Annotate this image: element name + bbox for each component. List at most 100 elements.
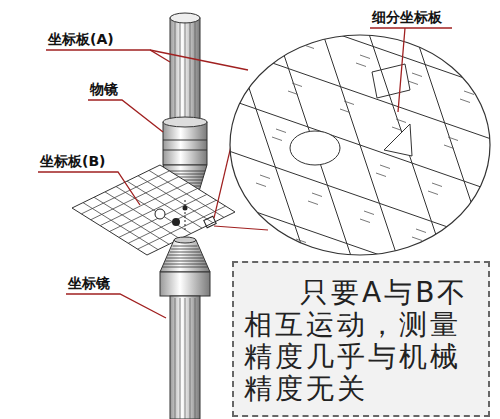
knurl-line bbox=[173, 246, 198, 247]
flute-line bbox=[175, 298, 176, 419]
tick-mark bbox=[136, 193, 146, 197]
tick-mark bbox=[292, 83, 302, 87]
tick-mark bbox=[172, 93, 182, 97]
tick-mark bbox=[448, 137, 458, 141]
tick-mark bbox=[208, 321, 218, 325]
tick-mark bbox=[308, 37, 318, 41]
part-label: 物镜 bbox=[90, 81, 118, 99]
tick-mark bbox=[104, 121, 114, 125]
grid-line bbox=[155, 0, 500, 14]
tick-mark bbox=[256, 183, 266, 187]
tick-mark bbox=[192, 203, 202, 207]
tick-mark bbox=[304, 45, 314, 49]
knurl-line bbox=[162, 267, 207, 268]
tick-mark bbox=[276, 129, 286, 133]
tick-mark bbox=[496, 163, 500, 167]
tick-mark bbox=[492, 7, 500, 11]
tick-mark bbox=[240, 229, 250, 233]
tick-mark bbox=[424, 35, 434, 39]
tick-mark bbox=[208, 157, 218, 161]
grid-line bbox=[0, 0, 138, 307]
tick-mark bbox=[496, 0, 500, 3]
tick-mark bbox=[260, 175, 270, 179]
tick-mark bbox=[132, 37, 142, 41]
grid-line bbox=[138, 206, 226, 249]
tick-mark bbox=[412, 73, 422, 77]
tick-mark bbox=[176, 249, 186, 253]
tick-mark bbox=[460, 99, 470, 103]
tick-mark bbox=[360, 55, 370, 59]
lower-column bbox=[160, 237, 210, 419]
flute-line bbox=[195, 298, 196, 419]
tick-mark bbox=[144, 341, 154, 345]
tick-mark bbox=[308, 201, 318, 205]
tick-mark bbox=[124, 231, 134, 235]
tick-mark bbox=[320, 0, 330, 3]
flute-line bbox=[180, 22, 181, 120]
tick-mark bbox=[480, 209, 490, 213]
tick-mark bbox=[140, 185, 150, 189]
tick-mark bbox=[52, 267, 62, 271]
part-label: 细分坐标板 bbox=[372, 9, 442, 27]
tick-mark bbox=[252, 27, 262, 31]
tick-mark bbox=[196, 359, 206, 363]
tick-mark bbox=[292, 247, 302, 251]
tick-mark bbox=[92, 323, 102, 327]
grid-line bbox=[75, 46, 500, 244]
part-label: 坐标板(B) bbox=[40, 153, 105, 171]
note-text: 只要A与B不相互运动，测量精度几乎与机械精度无关 bbox=[244, 277, 478, 405]
tick-mark bbox=[408, 81, 418, 85]
grid-line bbox=[110, 189, 198, 232]
tick-mark bbox=[220, 119, 230, 123]
tick-mark bbox=[356, 63, 366, 67]
part-label: 坐标镜 bbox=[68, 275, 110, 293]
flute-line bbox=[185, 298, 186, 419]
tick-mark bbox=[484, 201, 494, 205]
tick-mark bbox=[344, 101, 354, 105]
grid-line bbox=[11, 230, 500, 419]
tick-mark bbox=[152, 147, 162, 151]
tick-mark bbox=[140, 349, 150, 353]
grid-line bbox=[107, 0, 500, 152]
tick-mark bbox=[380, 165, 390, 169]
grid-line bbox=[10, 0, 190, 325]
tick-mark bbox=[188, 47, 198, 51]
tick-mark bbox=[416, 229, 426, 233]
tick-mark bbox=[480, 45, 490, 49]
tick-mark bbox=[100, 129, 110, 133]
tick-mark bbox=[56, 259, 66, 263]
tick-mark bbox=[224, 111, 234, 115]
tick-mark bbox=[256, 19, 266, 23]
tick-mark bbox=[136, 29, 146, 33]
part-label: 坐标板(A) bbox=[48, 31, 114, 49]
grid-line bbox=[139, 0, 500, 60]
tick-mark bbox=[120, 75, 130, 79]
tick-mark bbox=[120, 239, 130, 243]
tick-mark bbox=[464, 255, 474, 259]
flute-line bbox=[175, 22, 176, 120]
note-box: 只要A与B不相互运动，测量精度几乎与机械精度无关 bbox=[232, 261, 490, 417]
tick-mark bbox=[192, 367, 202, 371]
grid-line bbox=[119, 194, 207, 237]
knurl-line bbox=[165, 261, 204, 262]
grid-line bbox=[128, 200, 216, 243]
tick-mark bbox=[396, 119, 406, 123]
tick-mark bbox=[236, 73, 246, 77]
tick-mark bbox=[200, 9, 210, 13]
flute-line bbox=[190, 298, 191, 419]
tick-mark bbox=[392, 127, 402, 131]
knurl-line bbox=[164, 264, 206, 265]
tick-mark bbox=[444, 145, 454, 149]
tick-mark bbox=[240, 65, 250, 69]
coordinate-plate-b bbox=[72, 165, 235, 255]
tick-mark bbox=[188, 211, 198, 215]
tick-mark bbox=[156, 303, 166, 307]
flute-line bbox=[190, 22, 191, 120]
grid-line bbox=[123, 0, 500, 106]
tick-mark bbox=[84, 175, 94, 179]
knurl-line bbox=[171, 249, 199, 250]
tick-mark bbox=[340, 109, 350, 113]
tick-mark bbox=[160, 295, 170, 299]
tick-mark bbox=[376, 173, 386, 177]
grid-line bbox=[127, 181, 202, 228]
